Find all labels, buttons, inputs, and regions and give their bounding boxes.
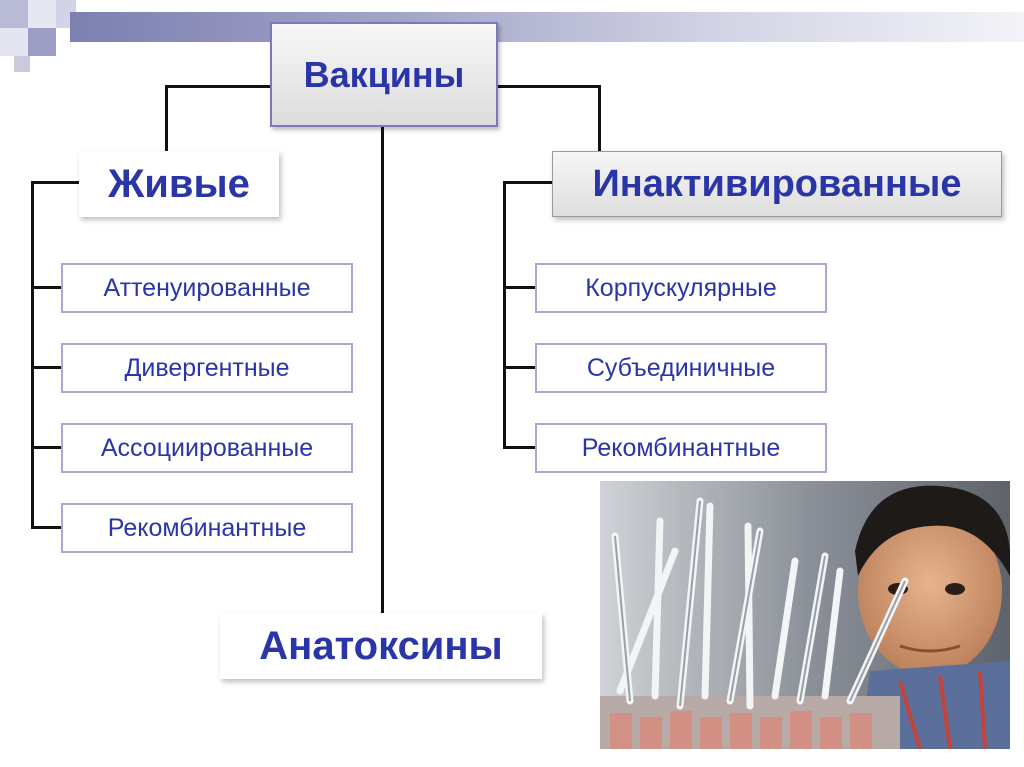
connector-line [503, 181, 553, 184]
connector-line [503, 286, 537, 289]
connector-line [497, 85, 600, 88]
inactivated-item-recombinant: Рекомбинантные [535, 423, 827, 473]
decorative-square [0, 0, 28, 28]
connector-line [31, 446, 63, 449]
header-gradient-bar [70, 12, 1024, 42]
category-inactivated: Инактивированные [552, 151, 1002, 217]
category-toxoids: Анатоксины [220, 613, 542, 679]
live-item-recombinant: Рекомбинантные [61, 503, 353, 553]
inactivated-item-subunit: Субъединичные [535, 343, 827, 393]
decorative-square [28, 0, 56, 28]
connector-line [381, 126, 384, 614]
connector-line [31, 286, 63, 289]
connector-line [503, 181, 506, 448]
live-item-attenuated: Аттенуированные [61, 263, 353, 313]
live-item-divergent: Дивергентные [61, 343, 353, 393]
connector-line [503, 446, 537, 449]
photo-illustration [600, 481, 1010, 749]
connector-line [31, 181, 80, 184]
connector-line [165, 85, 168, 152]
connector-line [165, 85, 271, 88]
decorative-square [0, 28, 28, 56]
live-item-associated: Ассоциированные [61, 423, 353, 473]
connector-line [31, 181, 34, 528]
decorative-square [28, 28, 56, 56]
connector-line [503, 366, 537, 369]
connector-line [31, 366, 63, 369]
connector-line [598, 85, 601, 152]
decorative-square [14, 56, 30, 72]
child-with-syringes-photo [600, 481, 1010, 749]
root-node-vaccines: Вакцины [270, 22, 498, 127]
inactivated-item-corpuscular: Корпускулярные [535, 263, 827, 313]
category-live: Живые [79, 151, 279, 217]
connector-line [31, 526, 63, 529]
